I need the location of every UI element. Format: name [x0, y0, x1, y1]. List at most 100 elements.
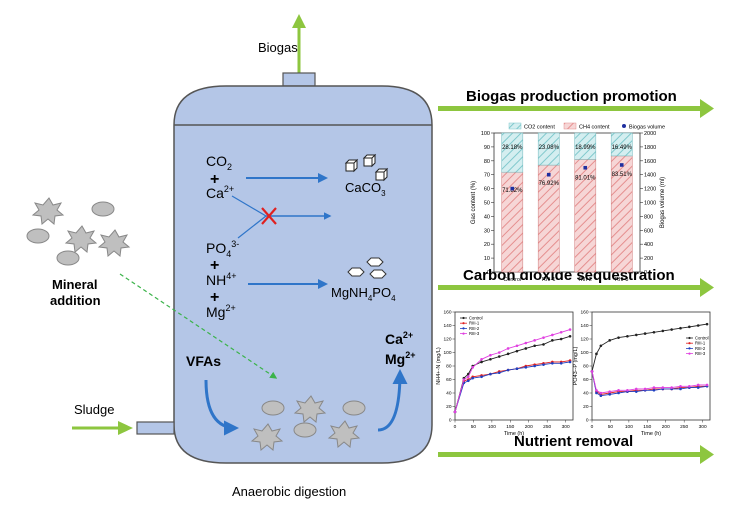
legend-label: RIII-2 — [469, 326, 480, 331]
digestion-label: Anaerobic digestion — [232, 484, 346, 499]
data-point — [696, 386, 700, 389]
data-point — [515, 344, 519, 348]
mineral-star — [31, 197, 65, 225]
x-axis-label: Time (h) — [641, 431, 661, 437]
y2-tick-label: 2000 — [644, 131, 656, 137]
legend-label: RIII-3 — [469, 331, 480, 336]
heading-nutrient-removal: Nutrient removal — [438, 433, 714, 464]
y-tick-label: 140 — [443, 323, 451, 329]
svg-text:Mg2+: Mg2+ — [206, 303, 236, 320]
y-tick-label: 40 — [583, 391, 589, 397]
y-tick-label: 100 — [481, 131, 490, 137]
y-tick-label: 70 — [484, 173, 490, 179]
y-axis-label: Gas content (%) — [471, 181, 477, 224]
y-tick-label: 80 — [583, 364, 589, 370]
data-point — [542, 363, 545, 366]
y-tick-label: 40 — [484, 214, 490, 220]
y-tick-label: 0 — [586, 418, 589, 424]
data-point — [626, 389, 629, 392]
data-point — [524, 341, 528, 345]
y-tick-label: 50 — [484, 201, 490, 207]
x-tick-label: 200 — [525, 424, 533, 430]
blocked-branch-upper — [231, 195, 267, 217]
y-tick-label: 80 — [446, 364, 452, 370]
chemistry-reactions: CO2 + Ca2+ CaCO3 PO43- + NH4+ + — [206, 153, 396, 320]
bar-chart-legend: CO2 content CH4 content Biogas volume — [508, 122, 665, 131]
mg-label: Mg — [206, 304, 225, 320]
y-tick-label: 30 — [484, 228, 490, 234]
data-point — [595, 352, 598, 356]
heading-nutrient-text: Nutrient removal — [514, 433, 633, 450]
x-tick-label: 150 — [506, 424, 514, 430]
x-tick-label: 150 — [643, 424, 651, 430]
legend-marker — [688, 352, 691, 355]
ca-superscript: 2+ — [224, 184, 234, 194]
data-point — [471, 376, 475, 380]
data-point — [595, 391, 598, 395]
legend-marker — [462, 327, 465, 330]
mineral-pellet — [56, 250, 80, 266]
data-point — [634, 333, 638, 337]
bar-label-ch4: 81.01% — [575, 175, 596, 181]
svg-text:Ca2+: Ca2+ — [206, 184, 234, 201]
legend-marker — [462, 322, 465, 325]
data-point — [617, 391, 620, 395]
data-point — [670, 328, 673, 331]
red-cross-icon — [261, 207, 277, 225]
data-point — [462, 378, 466, 381]
data-point — [599, 391, 603, 395]
bar-co2 — [610, 132, 633, 157]
y-tick-label: 0 — [449, 418, 452, 424]
y-tick-label: 160 — [580, 310, 588, 316]
bar-label-co2: 28.18% — [502, 145, 523, 151]
legend-volume: Biogas volume — [629, 125, 665, 131]
data-point — [634, 387, 638, 391]
svg-text:CaCO3: CaCO3 — [345, 180, 386, 198]
bar-label-ch4: 76.92% — [539, 181, 560, 187]
bar-co2 — [537, 132, 560, 166]
data-point — [524, 347, 528, 350]
mg-release-sup: 2+ — [405, 350, 415, 360]
biogas-outlet: Biogas — [258, 14, 316, 87]
plus-sign-1: + — [210, 171, 219, 188]
data-point — [652, 330, 656, 334]
legend-marker — [688, 342, 691, 345]
tank-body — [173, 85, 433, 464]
sludge-label: Sludge — [74, 402, 114, 417]
green-arrow-head — [700, 445, 714, 464]
co2-subscript: 2 — [227, 162, 232, 172]
bar-label-ch4: 83.51% — [612, 172, 633, 178]
po4-superscript: 3- — [231, 239, 239, 249]
plus-sign-2: + — [210, 257, 219, 274]
mineral-label-1: Mineral — [52, 277, 98, 292]
caco3-label: CaCO — [345, 180, 381, 195]
bar-label-ch4: 71.82% — [502, 188, 523, 194]
y-tick-label: 60 — [484, 187, 490, 193]
blocked-branch-lower — [237, 215, 267, 239]
ca-release-sup: 2+ — [403, 330, 413, 340]
data-point — [634, 390, 638, 393]
po4-subscript: 4 — [226, 249, 231, 259]
mineral-pellet — [293, 422, 317, 438]
gas-pipe — [282, 72, 316, 87]
legend-marker — [688, 336, 691, 340]
bar-label-co2: 18.99% — [575, 145, 596, 151]
y2-tick-label: 200 — [644, 256, 653, 262]
y2-tick-label: 600 — [644, 228, 653, 234]
data-point — [506, 347, 510, 350]
biogas-label: Biogas — [258, 40, 298, 55]
y-tick-label: 20 — [484, 242, 490, 248]
data-point — [551, 362, 554, 365]
y2-tick-label: 1800 — [644, 145, 656, 151]
ca-release-label: Ca — [385, 331, 403, 347]
x-tick-label: 300 — [562, 424, 570, 430]
data-point — [608, 390, 611, 393]
heading-biogas-promotion: Biogas production promotion — [438, 88, 714, 118]
data-point — [688, 325, 691, 329]
y2-tick-label: 1000 — [644, 201, 656, 207]
y-tick-label: 140 — [580, 323, 588, 329]
data-point — [506, 352, 510, 356]
data-point — [497, 355, 501, 358]
x-tick-label: 100 — [488, 424, 496, 430]
